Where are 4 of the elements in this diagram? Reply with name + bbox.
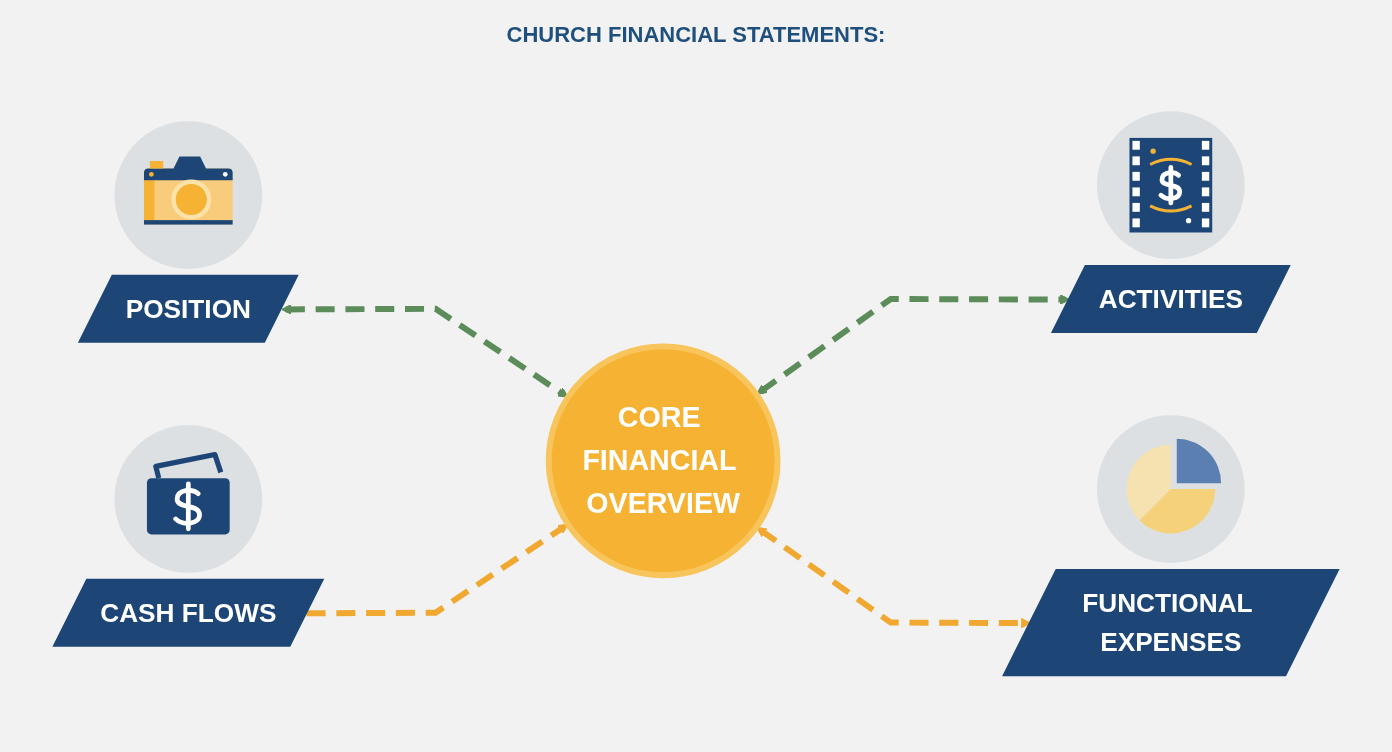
diagram-title: CHURCH FINANCIAL STATEMENTS: — [506, 22, 886, 48]
arrow — [281, 304, 569, 398]
arrow — [306, 523, 569, 617]
node-circle: CORE FINANCIAL OVERVIEW — [545, 343, 781, 578]
